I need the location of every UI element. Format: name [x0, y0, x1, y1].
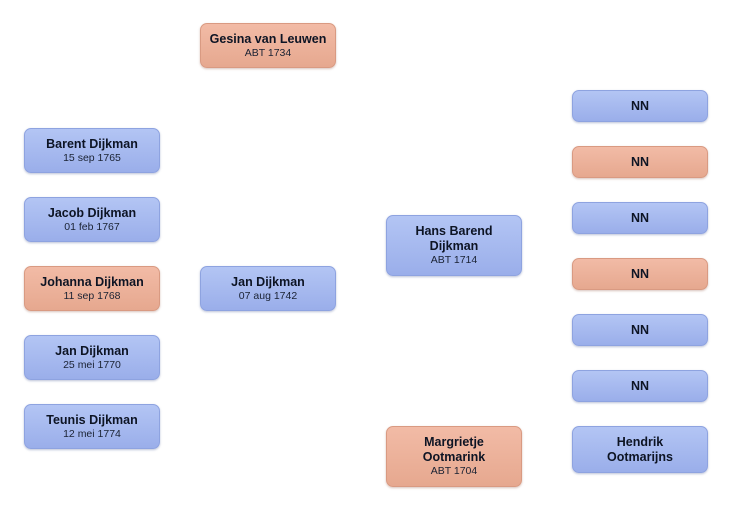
child-box[interactable]: Jan Dijkman 25 mei 1770 — [24, 335, 160, 380]
focus-person-box[interactable]: Jan Dijkman 07 aug 1742 — [200, 266, 336, 311]
grandparent-name: NN — [630, 322, 650, 337]
mother-birth-date: ABT 1704 — [430, 465, 478, 477]
grandparent-name: NN — [630, 98, 650, 113]
child-name: Barent Dijkman — [46, 136, 138, 151]
child-name: Teunis Dijkman — [46, 412, 138, 427]
child-box[interactable]: Barent Dijkman 15 sep 1765 — [24, 128, 160, 173]
child-name: Jacob Dijkman — [47, 205, 137, 220]
child-birth-date: 01 feb 1767 — [64, 220, 120, 233]
child-box[interactable]: Teunis Dijkman 12 mei 1774 — [24, 404, 160, 449]
father-box[interactable]: Hans Barend Dijkman ABT 1714 — [386, 215, 522, 276]
spouse-box[interactable]: Gesina van Leuwen ABT 1734 — [200, 23, 336, 68]
child-name: Johanna Dijkman — [40, 274, 144, 289]
grandparent-name: NN — [630, 266, 650, 281]
grandparent-name: NN — [630, 154, 650, 169]
spouse-name: Gesina van Leuwen — [209, 31, 327, 46]
grandparent-box[interactable]: Hendrik Ootmarijns — [572, 426, 708, 473]
spouse-birth-date: ABT 1734 — [244, 46, 292, 59]
grandparent-box[interactable]: NN — [572, 146, 708, 178]
focus-person-birth-date: 07 aug 1742 — [238, 289, 298, 302]
focus-person-name: Jan Dijkman — [231, 274, 305, 289]
grandparent-name: NN — [630, 210, 650, 225]
father-birth-date: ABT 1714 — [430, 254, 478, 266]
grandparent-box[interactable]: NN — [572, 202, 708, 234]
child-box[interactable]: Jacob Dijkman 01 feb 1767 — [24, 197, 160, 242]
child-box[interactable]: Johanna Dijkman 11 sep 1768 — [24, 266, 160, 311]
child-name: Jan Dijkman — [55, 343, 129, 358]
mother-box[interactable]: Margrietje Ootmarink ABT 1704 — [386, 426, 522, 487]
mother-name: Margrietje Ootmarink — [422, 435, 486, 464]
child-birth-date: 15 sep 1765 — [63, 151, 121, 164]
grandparent-name: NN — [630, 378, 650, 393]
grandparent-name: Hendrik Ootmarijns — [607, 434, 673, 464]
child-birth-date: 12 mei 1774 — [63, 427, 121, 440]
child-birth-date: 25 mei 1770 — [63, 358, 121, 371]
father-name: Hans Barend Dijkman — [415, 224, 493, 253]
grandparent-box[interactable]: NN — [572, 90, 708, 122]
grandparent-box[interactable]: NN — [572, 258, 708, 290]
grandparent-box[interactable]: NN — [572, 314, 708, 346]
child-birth-date: 11 sep 1768 — [63, 289, 121, 302]
grandparent-box[interactable]: NN — [572, 370, 708, 402]
